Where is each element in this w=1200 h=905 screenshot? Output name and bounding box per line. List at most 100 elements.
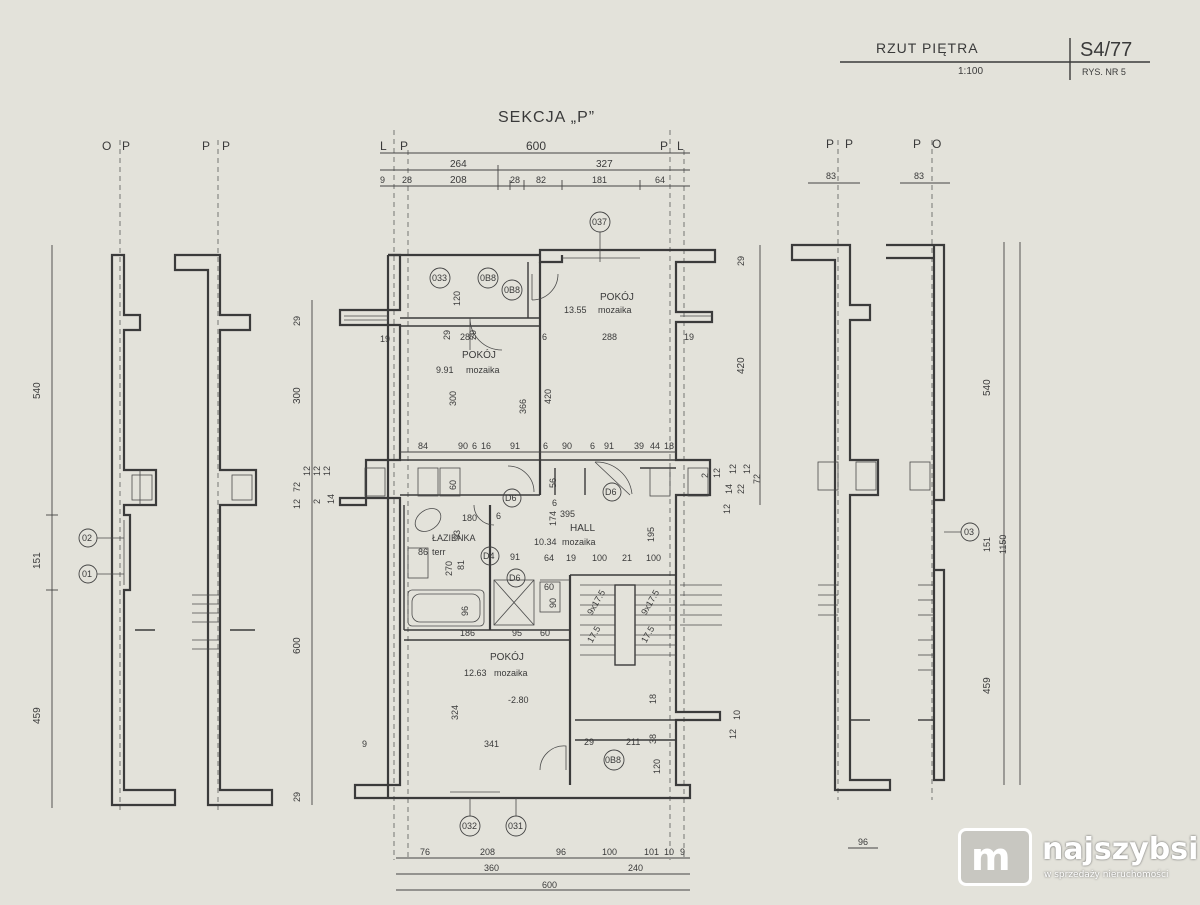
scale-text: 1:100 xyxy=(958,66,983,77)
dim-label: 64 xyxy=(655,175,665,185)
wall-section-1 xyxy=(110,253,177,807)
axis-label: O xyxy=(932,137,941,151)
room-name: ŁAZIENKA xyxy=(432,533,476,543)
dim-label: 6 xyxy=(590,441,595,451)
main-plan xyxy=(338,248,722,800)
dim-label: 56 xyxy=(548,478,558,488)
tag-label: 032 xyxy=(462,821,477,831)
dim-label: 120 xyxy=(652,759,662,774)
interior-dimensions: 19 287 6 288 19 29 120 29 300 366 420 84… xyxy=(362,291,738,774)
dim-label: 395 xyxy=(560,509,575,519)
section-title: SEKCJA „P” xyxy=(498,109,595,126)
dim-label: 360 xyxy=(484,863,499,873)
room-area: 9.91 xyxy=(436,365,454,375)
dim-label: 83 xyxy=(914,171,924,181)
dim-label: 288 xyxy=(602,332,617,342)
dim-label: 420 xyxy=(543,389,553,404)
dim-label: 19 xyxy=(380,334,390,344)
dim-label: 324 xyxy=(450,705,460,720)
dim-label: 6 xyxy=(472,441,477,451)
dim-label: 366 xyxy=(518,399,528,414)
room-area: 10.34 xyxy=(534,537,557,547)
tag-label: D6 xyxy=(505,493,517,503)
dim-label: 1150 xyxy=(998,535,1008,554)
tag-label: 033 xyxy=(432,273,447,283)
dim-label: 12 xyxy=(312,466,322,476)
axis-lines xyxy=(119,130,933,860)
bottom-dimensions: 76 208 96 100 101 10 9 360 240 600 96 xyxy=(396,837,878,891)
room-name: POKÓJ xyxy=(462,348,496,361)
dim-label: 29 xyxy=(736,256,746,266)
logo-brand: najszybsi xyxy=(1042,832,1199,867)
dim-label: 151 xyxy=(982,537,992,552)
dim-label: 9 xyxy=(380,175,385,185)
dim-label: 29 xyxy=(584,737,594,747)
dim-label: 14 xyxy=(326,494,336,504)
dim-label: 21 xyxy=(622,553,632,563)
dim-label: 14 xyxy=(724,484,734,494)
shaft xyxy=(493,579,535,626)
dim-label: 195 xyxy=(646,527,656,542)
axis-label: P xyxy=(202,139,210,153)
dim-label: 151 xyxy=(32,552,43,569)
dim-label: 72 xyxy=(292,482,302,492)
dim-label: 81 xyxy=(456,560,466,570)
dim-label: 90 xyxy=(458,441,468,451)
watermark-logo: m najszybsi w sprzedaży nieruchomości xyxy=(958,828,1198,892)
dim-label: 100 xyxy=(646,553,661,563)
axis-label: L xyxy=(677,139,684,153)
dim-label: 76 xyxy=(420,847,430,857)
tag-label: 031 xyxy=(508,821,523,831)
dim-label: 82 xyxy=(536,175,546,185)
dim-label: 186 xyxy=(460,628,475,638)
dim-label: 208 xyxy=(450,175,467,186)
dim-label: 93 xyxy=(452,530,462,540)
dim-label: 100 xyxy=(602,847,617,857)
room-labels: POKÓJ 13.55 mozaika POKÓJ 9.91 mozaika H… xyxy=(432,290,634,705)
tag-label: D6 xyxy=(509,573,521,583)
dim-label: 600 xyxy=(526,139,546,153)
dim-label: 300 xyxy=(448,391,458,406)
dim-label: 64 xyxy=(544,553,554,563)
wall-section-2 xyxy=(173,253,274,807)
room-area: 13.55 xyxy=(564,305,587,315)
dim-label: 19 xyxy=(684,332,694,342)
dim-label: 6 xyxy=(496,511,501,521)
dim-label: 39 xyxy=(634,441,644,451)
dim-label: 95 xyxy=(512,628,522,638)
dim-label: 60 xyxy=(544,582,554,592)
axis-label: P xyxy=(826,137,834,151)
dim-label: 17.5 xyxy=(585,624,602,644)
room-finish: mozaika xyxy=(598,305,632,315)
sheet-number: RYS. NR 5 xyxy=(1082,67,1126,77)
axis-label: O xyxy=(102,139,111,153)
dim-label: 6 xyxy=(552,498,557,508)
room-name: POKÓJ xyxy=(600,290,634,303)
logo-tagline: w sprzedaży nieruchomości xyxy=(1044,870,1169,880)
dim-label: 91 xyxy=(510,441,520,451)
title-block: RZUT PIĘTRA 1:100 S4/77 RYS. NR 5 xyxy=(840,38,1150,80)
stair-treads xyxy=(580,584,722,656)
tag-label: 03 xyxy=(964,527,974,537)
dim-label: 17.5 xyxy=(639,624,656,644)
dim-label: 84 xyxy=(418,441,428,451)
axis-label: P xyxy=(845,137,853,151)
dim-label: 19 xyxy=(566,553,576,563)
tag-label: 037 xyxy=(592,217,607,227)
axis-label: L xyxy=(380,139,387,153)
dim-label: 29 xyxy=(468,330,478,340)
dim-label: 12 xyxy=(302,466,312,476)
wall-section-3 xyxy=(790,243,892,792)
level-mark: -2.80 xyxy=(508,695,529,705)
dim-label: 327 xyxy=(596,159,613,170)
dim-label: 9 xyxy=(362,739,367,749)
tag-label: 0B8 xyxy=(504,285,520,295)
dim-label: 10 xyxy=(732,710,742,720)
dim-label: 96 xyxy=(858,837,868,847)
dim-label: 208 xyxy=(480,847,495,857)
wall-section-4 xyxy=(886,243,946,782)
axis-label: P xyxy=(660,139,668,153)
title-text: RZUT PIĘTRA xyxy=(876,40,979,56)
dim-label: 420 xyxy=(736,357,747,374)
